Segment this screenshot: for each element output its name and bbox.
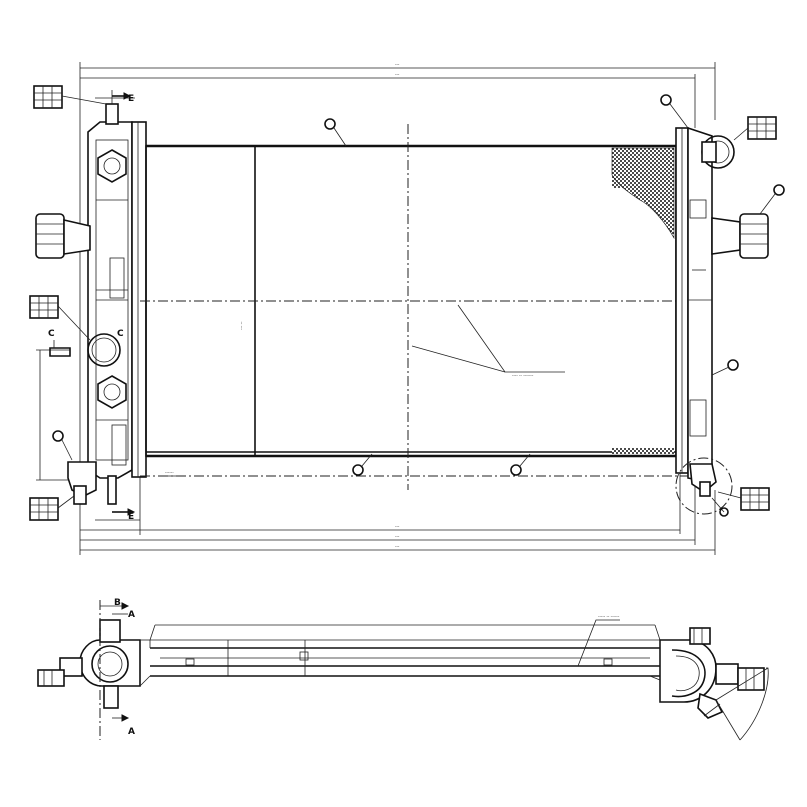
top-view-left-end	[37, 600, 151, 740]
svg-text:------: ------	[165, 470, 174, 475]
svg-text:----- -- ------: ----- -- ------	[598, 614, 620, 619]
right-tank	[675, 126, 769, 515]
svg-text:---- -- -------: ---- -- -------	[512, 373, 534, 378]
top-view: ----- -- ------ B A A	[37, 598, 769, 741]
svg-text:---: ---	[395, 62, 400, 67]
fin-detail-curve	[611, 147, 675, 240]
spec-tags	[29, 85, 777, 521]
section-label-c-left: C	[48, 329, 55, 339]
section-label-c-port: C	[117, 329, 124, 339]
fin-detail-bottom	[612, 448, 674, 454]
radiator-core: ---- -- ------- ------ --- --	[140, 124, 690, 490]
section-label-e-bottom: E	[128, 512, 134, 522]
section-label-a-top: A	[128, 610, 135, 620]
front-view: --- --- --- --- ---	[29, 62, 785, 555]
left-tank	[35, 90, 147, 505]
callouts	[52, 94, 785, 517]
section-label-a-bottom: A	[128, 727, 135, 737]
svg-text:---: ---	[395, 534, 400, 539]
svg-text:--- --: --- --	[239, 321, 244, 330]
dimension-lines: --- --- --- --- ---	[36, 62, 716, 555]
svg-text:---: ---	[395, 544, 400, 549]
top-view-right-end	[649, 627, 769, 741]
svg-text:---: ---	[395, 524, 400, 529]
section-label-e-top: E	[128, 94, 134, 104]
section-label-b: B	[114, 598, 121, 608]
svg-text:---: ---	[395, 72, 400, 77]
